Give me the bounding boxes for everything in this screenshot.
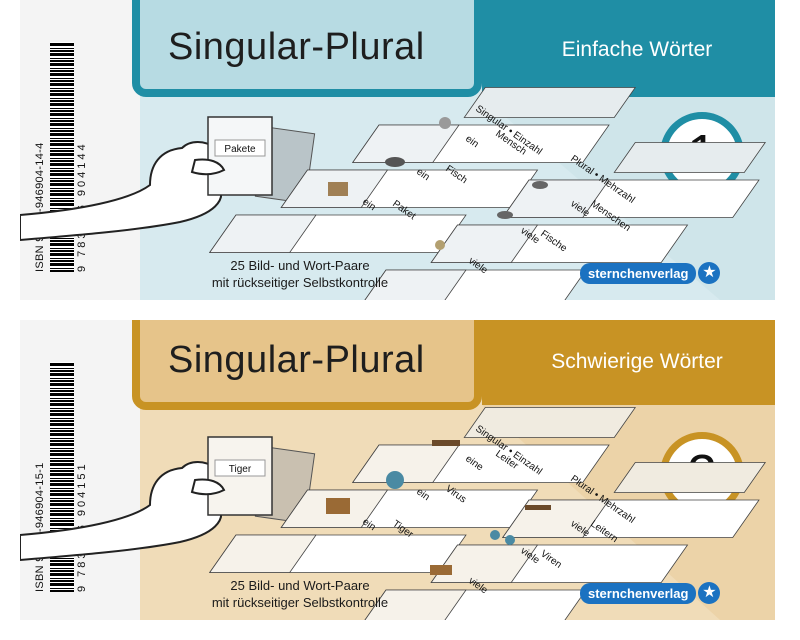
product-subtitle: Schwierige Wörter xyxy=(551,350,723,373)
singular-board xyxy=(208,407,637,573)
product-title: Singular-Plural xyxy=(168,339,425,381)
title-box: Singular-Plural xyxy=(132,320,482,410)
pairs-description: 25 Bild- und Wort-Paare mit rückseitiger… xyxy=(170,257,430,291)
pairs-line-2: mit rückseitiger Selbstkontrolle xyxy=(211,275,389,290)
card-illustration: Tiger Singular • Einzahl Plural • xyxy=(20,407,767,620)
product-panel-1: Singular-Plural Einfache Wörter 1 ISBN 9… xyxy=(20,0,775,300)
publisher-logo: sternchenverlag ★ xyxy=(580,262,721,284)
plural-board xyxy=(358,142,767,300)
pairs-line-2: mit rückseitiger Selbstkontrolle xyxy=(211,595,389,610)
plural-board xyxy=(358,462,767,620)
star-icon: ★ xyxy=(698,262,721,284)
product-panel-2: Singular-Plural Schwierige Wörter 2 ISBN… xyxy=(20,320,775,620)
pairs-description: 25 Bild- und Wort-Paare mit rückseitiger… xyxy=(170,577,430,611)
card-illustration: Pakete Singular • Einza xyxy=(20,87,767,300)
product-title: Singular-Plural xyxy=(168,26,425,68)
star-icon: ★ xyxy=(698,582,721,604)
card-word-text: Tiger xyxy=(229,464,252,475)
pairs-line-1: 25 Bild- und Wort-Paare xyxy=(230,258,370,273)
product-subtitle: Einfache Wörter xyxy=(561,38,713,61)
publisher-name: sternchenverlag xyxy=(580,582,697,604)
publisher-logo: sternchenverlag ★ xyxy=(580,582,721,604)
singular-board xyxy=(208,87,637,253)
title-box: Singular-Plural xyxy=(132,0,482,97)
publisher-name: sternchenverlag xyxy=(580,262,697,284)
card-word-text: Pakete xyxy=(224,144,256,155)
pairs-line-1: 25 Bild- und Wort-Paare xyxy=(230,578,370,593)
